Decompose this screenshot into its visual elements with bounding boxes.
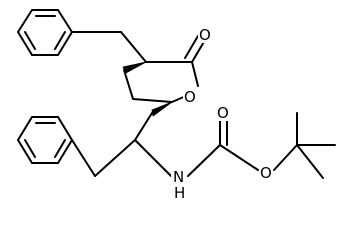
chemical-structure: O O O O N H (17, 9, 336, 202)
carbonyl-oxygen-label: O (199, 26, 211, 44)
amide-hydrogen-label: H (174, 184, 185, 202)
stereo-wedge-bond (122, 61, 147, 74)
side-chain (71, 101, 336, 179)
carbamate-carbonyl-oxygen-label: O (217, 104, 229, 122)
carbonyl-double-bond (191, 39, 206, 63)
amide-nitrogen-label: N (173, 168, 184, 186)
bond (273, 144, 298, 171)
atom-labels: O O O O N H (171, 26, 273, 202)
bond (57, 9, 73, 33)
carbamate-ester-oxygen-label: O (260, 164, 272, 182)
bond (57, 31, 73, 56)
bond (134, 112, 153, 141)
aromatic-double-bond (24, 31, 36, 50)
stereo-wedge-bond (151, 101, 173, 117)
bond (57, 116, 73, 141)
aromatic-double-bond (54, 31, 66, 50)
bond (134, 139, 172, 177)
bond (120, 31, 147, 63)
lactone-ring (71, 31, 206, 103)
bond (191, 61, 199, 87)
bond (94, 139, 136, 177)
bond (17, 9, 33, 33)
bond (296, 144, 324, 179)
upper-phenyl-ring (17, 9, 73, 56)
bond (57, 139, 73, 164)
bond (123, 69, 134, 100)
aromatic-double-bond (54, 139, 66, 158)
bond (17, 31, 33, 56)
bond (17, 139, 33, 164)
bond (132, 98, 173, 103)
bond (219, 144, 259, 171)
carbonyl-double-bond (184, 35, 199, 59)
aromatic-double-bond (24, 139, 36, 158)
lower-phenyl-ring (17, 116, 73, 164)
bond (71, 139, 96, 177)
ring-oxygen-label: O (184, 88, 196, 106)
bond (17, 116, 33, 141)
bond (187, 144, 221, 177)
